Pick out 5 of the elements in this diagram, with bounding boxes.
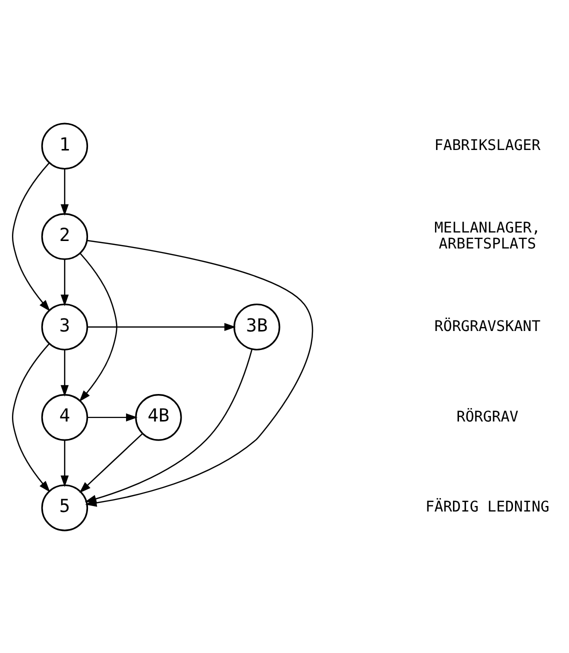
label: RÖRGRAV (456, 408, 518, 425)
label: MELLANLAGER, ARBETSPLATS (434, 218, 541, 252)
label: FABRIKSLAGER (434, 136, 541, 154)
label: FÄRDIG LEDNING (426, 498, 550, 516)
label: RÖRGRAVSKANT (434, 317, 541, 334)
